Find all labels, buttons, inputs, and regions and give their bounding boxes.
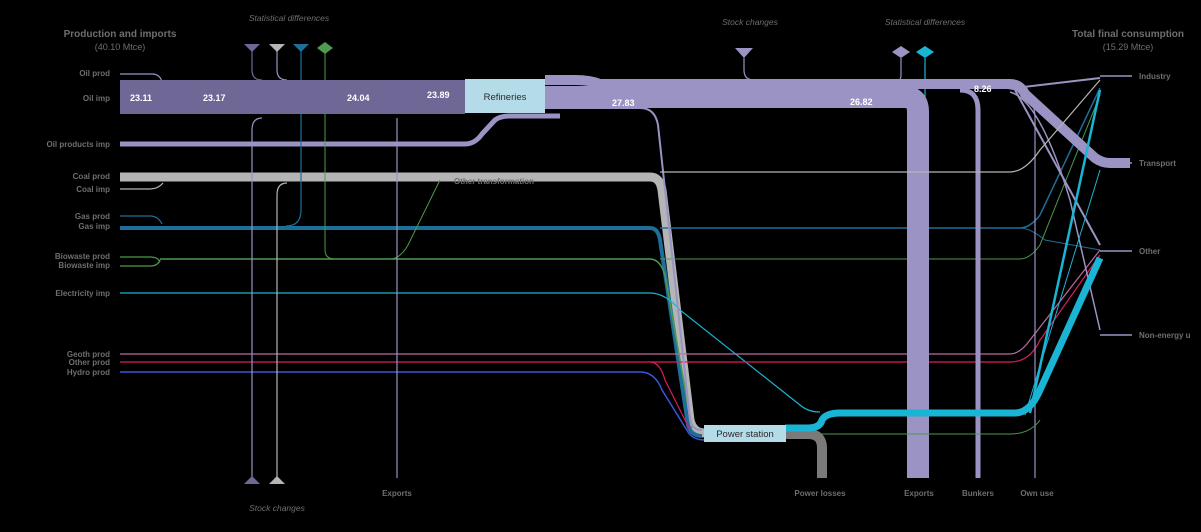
oil-to-industry-link <box>1014 77 1101 89</box>
sink-bunkers: Bunkers <box>962 489 995 498</box>
geoth-prod-link <box>120 249 1101 355</box>
sink-exports-left: Exports <box>382 489 412 498</box>
sink-power-losses: Power losses <box>794 489 846 498</box>
coal-prod-link <box>120 172 706 438</box>
other-prod-to-other-link <box>650 254 1101 363</box>
flow-value-3: 24.04 <box>347 93 370 103</box>
biowaste-to-industry-link <box>660 94 1101 260</box>
coal-imp-link <box>120 182 164 190</box>
stat-diff-right-oil-diamond <box>892 46 910 58</box>
source-coal-prod: Coal prod <box>73 172 110 181</box>
stock-change-coal-triangle <box>269 476 285 484</box>
sink-industry: Industry <box>1139 72 1171 81</box>
gas-to-other-link <box>660 227 1101 251</box>
power-station-node <box>704 425 786 442</box>
source-oil-prod: Oil prod <box>79 69 110 78</box>
heat-own-use-link <box>820 419 1041 435</box>
source-biowaste-prod: Biowaste prod <box>55 252 110 261</box>
flow-value-1: 23.11 <box>130 93 152 103</box>
left-header-total: (40.10 Mtce) <box>95 42 146 52</box>
stock-changes-top-label: Stock changes <box>722 17 779 27</box>
coal-to-industry-link <box>660 79 1101 173</box>
oil-to-power-link <box>545 107 703 431</box>
flow-value-6: 26.82 <box>850 97 873 107</box>
stock-changes-bottom-label: Stock changes <box>249 503 306 513</box>
source-coal-imp: Coal imp <box>76 185 110 194</box>
stat-diff-right-label: Statistical differences <box>885 17 966 27</box>
source-oil-products-imp: Oil products imp <box>46 140 110 149</box>
stat-diff-bio-diamond <box>317 42 333 54</box>
oil-to-transport-link <box>545 75 1130 168</box>
right-header-title: Total final consumption <box>1072 29 1184 40</box>
source-geoth-prod: Geoth prod <box>67 350 110 359</box>
power-losses-link <box>785 429 827 478</box>
oil-own-use-link <box>999 87 1036 478</box>
biowaste-imp-link <box>120 259 161 267</box>
source-gas-imp: Gas imp <box>78 222 110 231</box>
gas-prod-link <box>120 215 163 225</box>
stat-diff-gas-triangle <box>293 44 309 52</box>
oil-to-other-link <box>1014 89 1101 246</box>
stat-diff-right-elec-diamond <box>916 46 934 58</box>
stock-change-oil-link <box>251 117 263 478</box>
biowaste-to-power-link <box>160 258 693 429</box>
sink-transport: Transport <box>1139 159 1176 168</box>
electricity-to-other-link <box>785 256 1104 432</box>
oil-imp-band-end <box>400 80 465 114</box>
sink-own-use: Own use <box>1020 489 1054 498</box>
stat-diff-coal-triangle <box>269 44 285 52</box>
stock-change-top-triangle <box>735 48 753 58</box>
electricity-imp-link <box>120 292 821 413</box>
source-electricity-imp: Electricity imp <box>55 289 110 298</box>
flow-value-4: 23.89 <box>427 90 450 100</box>
oil-to-bunkers-link <box>959 87 981 478</box>
left-header-title: Production and imports <box>64 29 177 40</box>
sink-non-energy: Non-energy u <box>1139 331 1191 340</box>
refineries-node <box>465 79 545 113</box>
hydro-prod-link <box>120 371 706 441</box>
source-hydro-prod: Hydro prod <box>67 368 110 377</box>
flow-value-5: 27.83 <box>612 98 635 108</box>
source-biowaste-imp: Biowaste imp <box>58 261 110 270</box>
electricity-to-transport-link <box>1024 169 1101 416</box>
source-gas-prod: Gas prod <box>75 212 110 221</box>
source-other-prod: Other prod <box>69 358 110 367</box>
stock-change-top-link <box>743 58 755 81</box>
flow-value-2: 23.17 <box>203 93 226 103</box>
refineries-label: Refineries <box>484 92 527 103</box>
stat-diff-oilprod-link <box>276 48 288 81</box>
oil-to-exports-link <box>545 86 929 478</box>
source-oil-imp: Oil imp <box>83 94 110 103</box>
power-station-label: Power station <box>716 429 774 440</box>
biowaste-prod-link <box>120 256 161 263</box>
right-header-total: (15.29 Mtce) <box>1103 42 1154 52</box>
sink-other: Other <box>1139 247 1160 256</box>
stock-change-oil-triangle <box>244 476 260 484</box>
sink-exports-right: Exports <box>904 489 934 498</box>
other-transformation-label: Other transformation <box>454 177 534 186</box>
stat-diff-oil-link <box>251 48 263 81</box>
oil-to-nonenergy-link <box>1009 91 1101 331</box>
other-transformation-link <box>324 48 441 260</box>
gas-imp-link <box>120 226 703 438</box>
stat-diff-left-label: Statistical differences <box>249 13 330 23</box>
stock-change-coal-link <box>276 182 288 478</box>
stat-diff-gas-link <box>285 48 302 227</box>
flow-value-7: 8.26 <box>974 84 992 94</box>
stat-diff-oil-triangle <box>244 44 260 52</box>
oil-products-imp-link <box>120 113 560 147</box>
